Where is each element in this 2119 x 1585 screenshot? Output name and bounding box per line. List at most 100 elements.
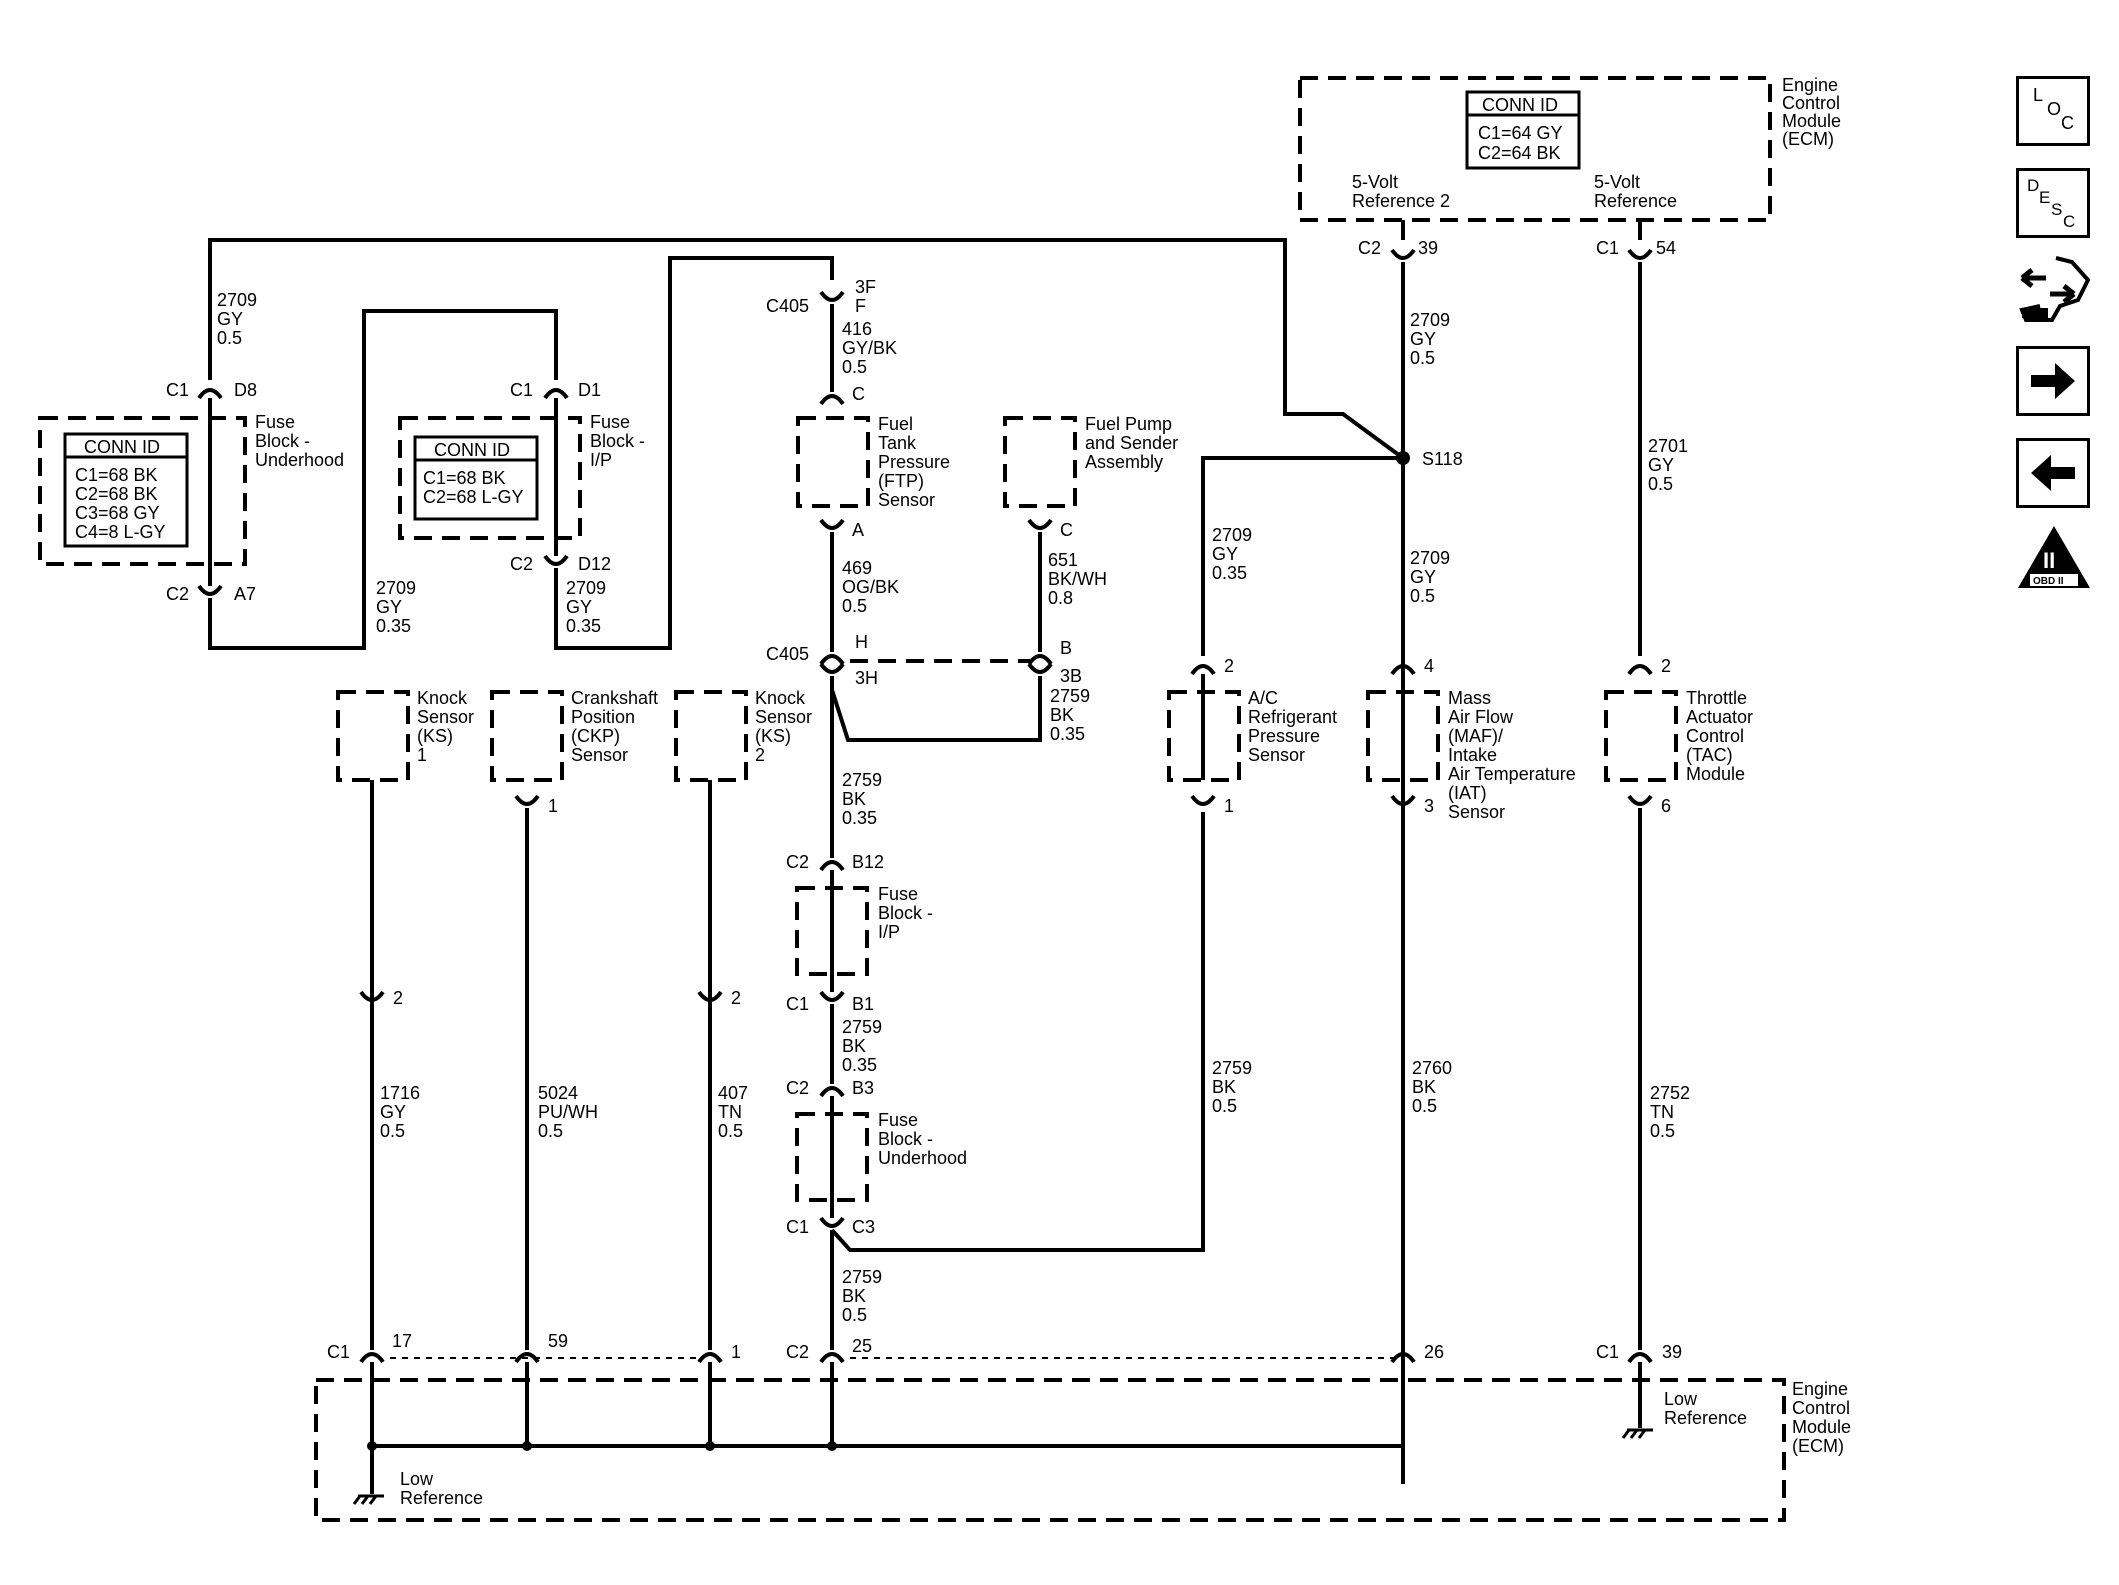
previous-page-icon[interactable] — [2016, 438, 2090, 508]
obd-ii-icon[interactable]: II OBD II — [2016, 524, 2092, 594]
ckp-sensor-box — [490, 690, 564, 782]
pin-label: 17 — [392, 1331, 412, 1351]
wire-label: 5024 — [538, 1083, 578, 1103]
component-label: 2 — [755, 745, 765, 765]
wire-label: 2759 — [842, 1267, 882, 1287]
conn-id-title: CONN ID — [84, 437, 160, 457]
wire-label: 2709 — [1212, 525, 1252, 545]
ecm-conn-id-line2: C2=64 BK — [1478, 143, 1561, 163]
wire-label: 2709 — [217, 290, 257, 310]
ground-symbol-left — [352, 1494, 384, 1505]
component-label: (IAT) — [1448, 783, 1487, 803]
component-label: Tank — [878, 433, 917, 453]
conn-id-line: C3=68 GY — [75, 503, 160, 523]
wire-label: 0.35 — [842, 1055, 877, 1075]
fuse-block-ip-top — [398, 416, 582, 540]
ecm-ref2-label-2: Reference 2 — [1352, 191, 1450, 211]
pin-label: 2 — [1224, 656, 1234, 676]
wire-label: GY — [1212, 544, 1238, 564]
wire-label: 0.35 — [1050, 724, 1085, 744]
wire-label: BK — [842, 789, 866, 809]
obd-ii-glyph: II OBD II — [2018, 526, 2090, 588]
wire-label: TN — [1650, 1102, 1674, 1122]
component-label: Crankshaft — [571, 688, 658, 708]
pin-label: 26 — [1424, 1342, 1444, 1362]
wire-label: BK/WH — [1048, 569, 1107, 589]
component-label: and Sender — [1085, 433, 1178, 453]
fuse-block-underhood-top — [38, 416, 247, 566]
loc-icon[interactable]: L O C — [2016, 76, 2090, 146]
wire-label: GY — [376, 597, 402, 617]
ecm-bottom-box — [314, 1378, 1786, 1522]
pin-label: H — [855, 632, 868, 652]
pin-label: 2 — [731, 988, 741, 1008]
pin-label: C405 — [766, 296, 809, 316]
wire-label: 0.35 — [1212, 563, 1247, 583]
conn-id-line: C1=68 BK — [423, 468, 506, 488]
connector-repair-icon[interactable] — [2016, 250, 2092, 330]
pin-label: C1 — [786, 994, 809, 1014]
ecm-label-bottom: Module — [1792, 1417, 1851, 1437]
fuse-block-label: Fuse — [255, 412, 295, 432]
component-label: Intake — [1448, 745, 1497, 765]
component-label: Sensor — [571, 745, 628, 765]
ftp-sensor-box — [796, 416, 870, 508]
pin-label: C405 — [766, 644, 809, 664]
tac-module-box — [1604, 690, 1678, 782]
pin-label: C2 — [166, 584, 189, 604]
component-label: Sensor — [1448, 802, 1505, 822]
component-label: Knock — [417, 688, 468, 708]
pin-label: D8 — [234, 380, 257, 400]
component-label: Sensor — [1248, 745, 1305, 765]
maf-iat-sensor-box — [1366, 690, 1440, 782]
pin-label: B1 — [852, 994, 874, 1014]
component-label: Sensor — [878, 490, 935, 510]
conn-id-line: C2=68 BK — [75, 484, 158, 504]
wire-label: 0.5 — [1410, 348, 1435, 368]
wire-label: 0.5 — [1650, 1121, 1675, 1141]
pin-label: C2 — [786, 1078, 809, 1098]
component-label: Sensor — [417, 707, 474, 727]
desc-icon-glyph: D E S C — [2027, 176, 2075, 231]
ecm-label-top-4: (ECM) — [1782, 129, 1834, 149]
low-reference-label: Reference — [400, 1488, 483, 1508]
wire-label: 2752 — [1650, 1083, 1690, 1103]
wire-label: TN — [718, 1102, 742, 1122]
wire-label: BK — [1412, 1077, 1436, 1097]
component-label: Module — [1686, 764, 1745, 784]
ecm-label-top-1: Engine — [1782, 75, 1838, 95]
pin-label: 1 — [1224, 796, 1234, 816]
svg-text:S: S — [2051, 200, 2062, 219]
fuse-block-label: Underhood — [878, 1148, 967, 1168]
wire-label: 469 — [842, 558, 872, 578]
component-label: (TAC) — [1686, 745, 1733, 765]
wire-label: 1716 — [380, 1083, 420, 1103]
component-label: (CKP) — [571, 726, 620, 746]
component-label: Fuel Pump — [1085, 414, 1172, 434]
component-label: (KS) — [417, 726, 453, 746]
pin-label: C2 — [1358, 238, 1381, 258]
wire-label: 2701 — [1648, 436, 1688, 456]
conn-id-line: C4=8 L-GY — [75, 522, 166, 542]
wire-label: 0.5 — [1410, 586, 1435, 606]
fuel-pump-sender-box — [1003, 416, 1077, 508]
component-label: Sensor — [755, 707, 812, 727]
knock-sensor-2-box — [674, 690, 748, 782]
wire-label: 2759 — [842, 1017, 882, 1037]
pin-label: 54 — [1656, 238, 1676, 258]
desc-icon[interactable]: D E S C — [2016, 168, 2090, 238]
pin-label: C — [1060, 520, 1073, 540]
wire-label: 2760 — [1412, 1058, 1452, 1078]
wire-label: 0.5 — [1212, 1096, 1237, 1116]
pin-label: C3 — [852, 1217, 875, 1237]
component-label: Refrigerant — [1248, 707, 1337, 727]
component-label: 1 — [417, 745, 427, 765]
wire-label: BK — [842, 1036, 866, 1056]
next-page-icon[interactable] — [2016, 346, 2090, 416]
wire-label: GY — [380, 1102, 406, 1122]
wire-label: 0.5 — [380, 1121, 405, 1141]
svg-text:O: O — [2047, 99, 2061, 119]
fuse-block-label: Block - — [255, 431, 310, 451]
component-label: Pressure — [878, 452, 950, 472]
wire-label: GY — [1410, 329, 1436, 349]
